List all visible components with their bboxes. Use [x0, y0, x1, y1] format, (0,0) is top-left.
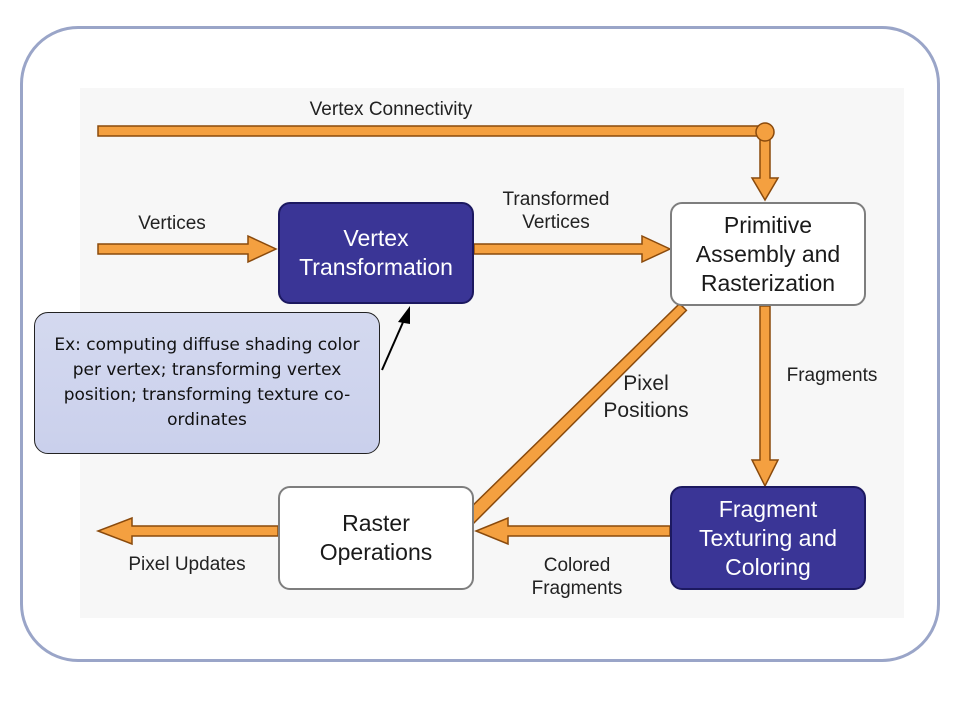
- colored-fragments-arrow: [474, 516, 671, 546]
- vertices-arrow: [97, 234, 278, 264]
- pixel-positions-label: Pixel Positions: [603, 372, 689, 422]
- callout-pointer-line: [381, 319, 405, 371]
- raster-operations-box: Raster Operations: [278, 486, 474, 590]
- example-callout: Ex: computing diffuse shading color per …: [34, 312, 380, 454]
- fragments-arrow: [750, 305, 780, 488]
- transformed-vertices-arrow: [473, 234, 672, 264]
- transformed-vertices-label: Transformed Vertices: [502, 189, 610, 233]
- vertex-connectivity-junction: [755, 122, 775, 142]
- primitive-assembly-box: Primitive Assembly and Rasterization: [670, 202, 866, 306]
- vertex-transformation-box: Vertex Transformation: [278, 202, 474, 304]
- colored-fragments-label: Colored Fragments: [531, 555, 623, 599]
- fragment-texturing-box: Fragment Texturing and Coloring: [670, 486, 866, 590]
- vertex-connectivity-arrow-line: [97, 125, 767, 137]
- fragments-label: Fragments: [786, 365, 878, 386]
- pixel-updates-arrow: [95, 516, 279, 546]
- callout-pointer-head: [398, 306, 410, 324]
- vertex-connectivity-arrow-drop: [750, 135, 780, 202]
- vertices-label: Vertices: [138, 213, 206, 234]
- vertex-connectivity-label: Vertex Connectivity: [309, 99, 473, 120]
- pixel-updates-label: Pixel Updates: [128, 554, 246, 575]
